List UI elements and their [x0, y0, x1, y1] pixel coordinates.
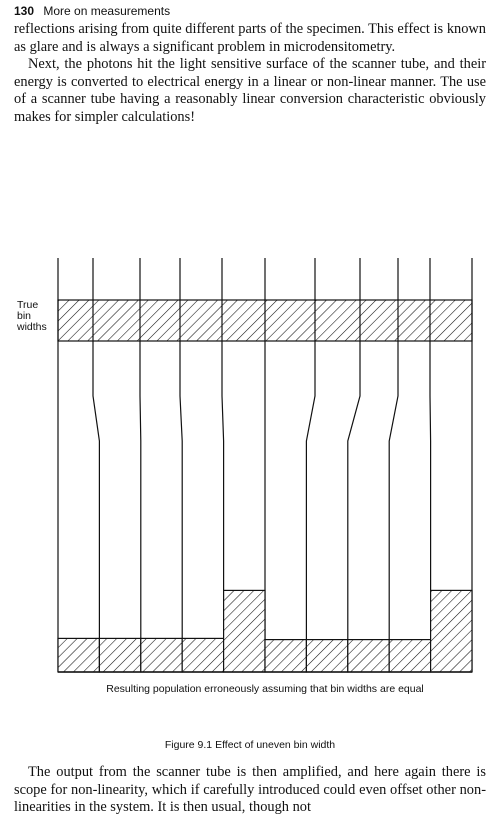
- result-bar: [98, 637, 142, 673]
- result-bar: [430, 589, 473, 673]
- bin-boundary-line: [388, 258, 399, 672]
- bin-width-diagram: [57, 258, 473, 673]
- paragraph-scanner-tube: Next, the photons hit the light sensitiv…: [14, 56, 486, 125]
- bin-boundary-line: [429, 258, 432, 672]
- bin-boundary-line: [92, 258, 101, 672]
- bin-boundary-line: [221, 258, 225, 672]
- page-number: 130: [14, 4, 35, 18]
- resulting-population-caption: Resulting population erroneously assumin…: [106, 683, 424, 695]
- true-bin-widths-label: True bin widths: [17, 300, 57, 333]
- bin-boundary-line: [305, 258, 316, 672]
- figure-caption: Figure 9.1 Effect of uneven bin width: [164, 739, 336, 751]
- top-text-block: reflections arising from quite different…: [14, 21, 486, 127]
- result-bar: [305, 639, 349, 673]
- result-bar: [264, 639, 308, 673]
- side-label-line: widths: [17, 321, 47, 333]
- side-label-line: bin: [17, 310, 32, 322]
- figure-uneven-bin-width: True bin widths Resulting population err…: [0, 250, 500, 720]
- running-header: 130 More on measurements: [14, 4, 170, 18]
- result-bar: [181, 637, 225, 673]
- result-bar: [57, 637, 101, 673]
- result-bar: [140, 637, 183, 673]
- running-title: More on measurements: [43, 4, 171, 18]
- result-bar: [388, 639, 432, 673]
- paragraph-glare: reflections arising from quite different…: [14, 21, 486, 55]
- paragraph-amplification: The output from the scanner tube is then…: [14, 764, 486, 816]
- bottom-text-block: The output from the scanner tube is then…: [14, 764, 486, 817]
- side-label-line: True: [17, 299, 39, 311]
- bin-boundary-line: [179, 258, 183, 672]
- bin-boundary-line: [347, 258, 361, 672]
- result-bar: [223, 589, 266, 673]
- result-bar: [347, 639, 390, 673]
- bin-boundary-line: [139, 258, 142, 672]
